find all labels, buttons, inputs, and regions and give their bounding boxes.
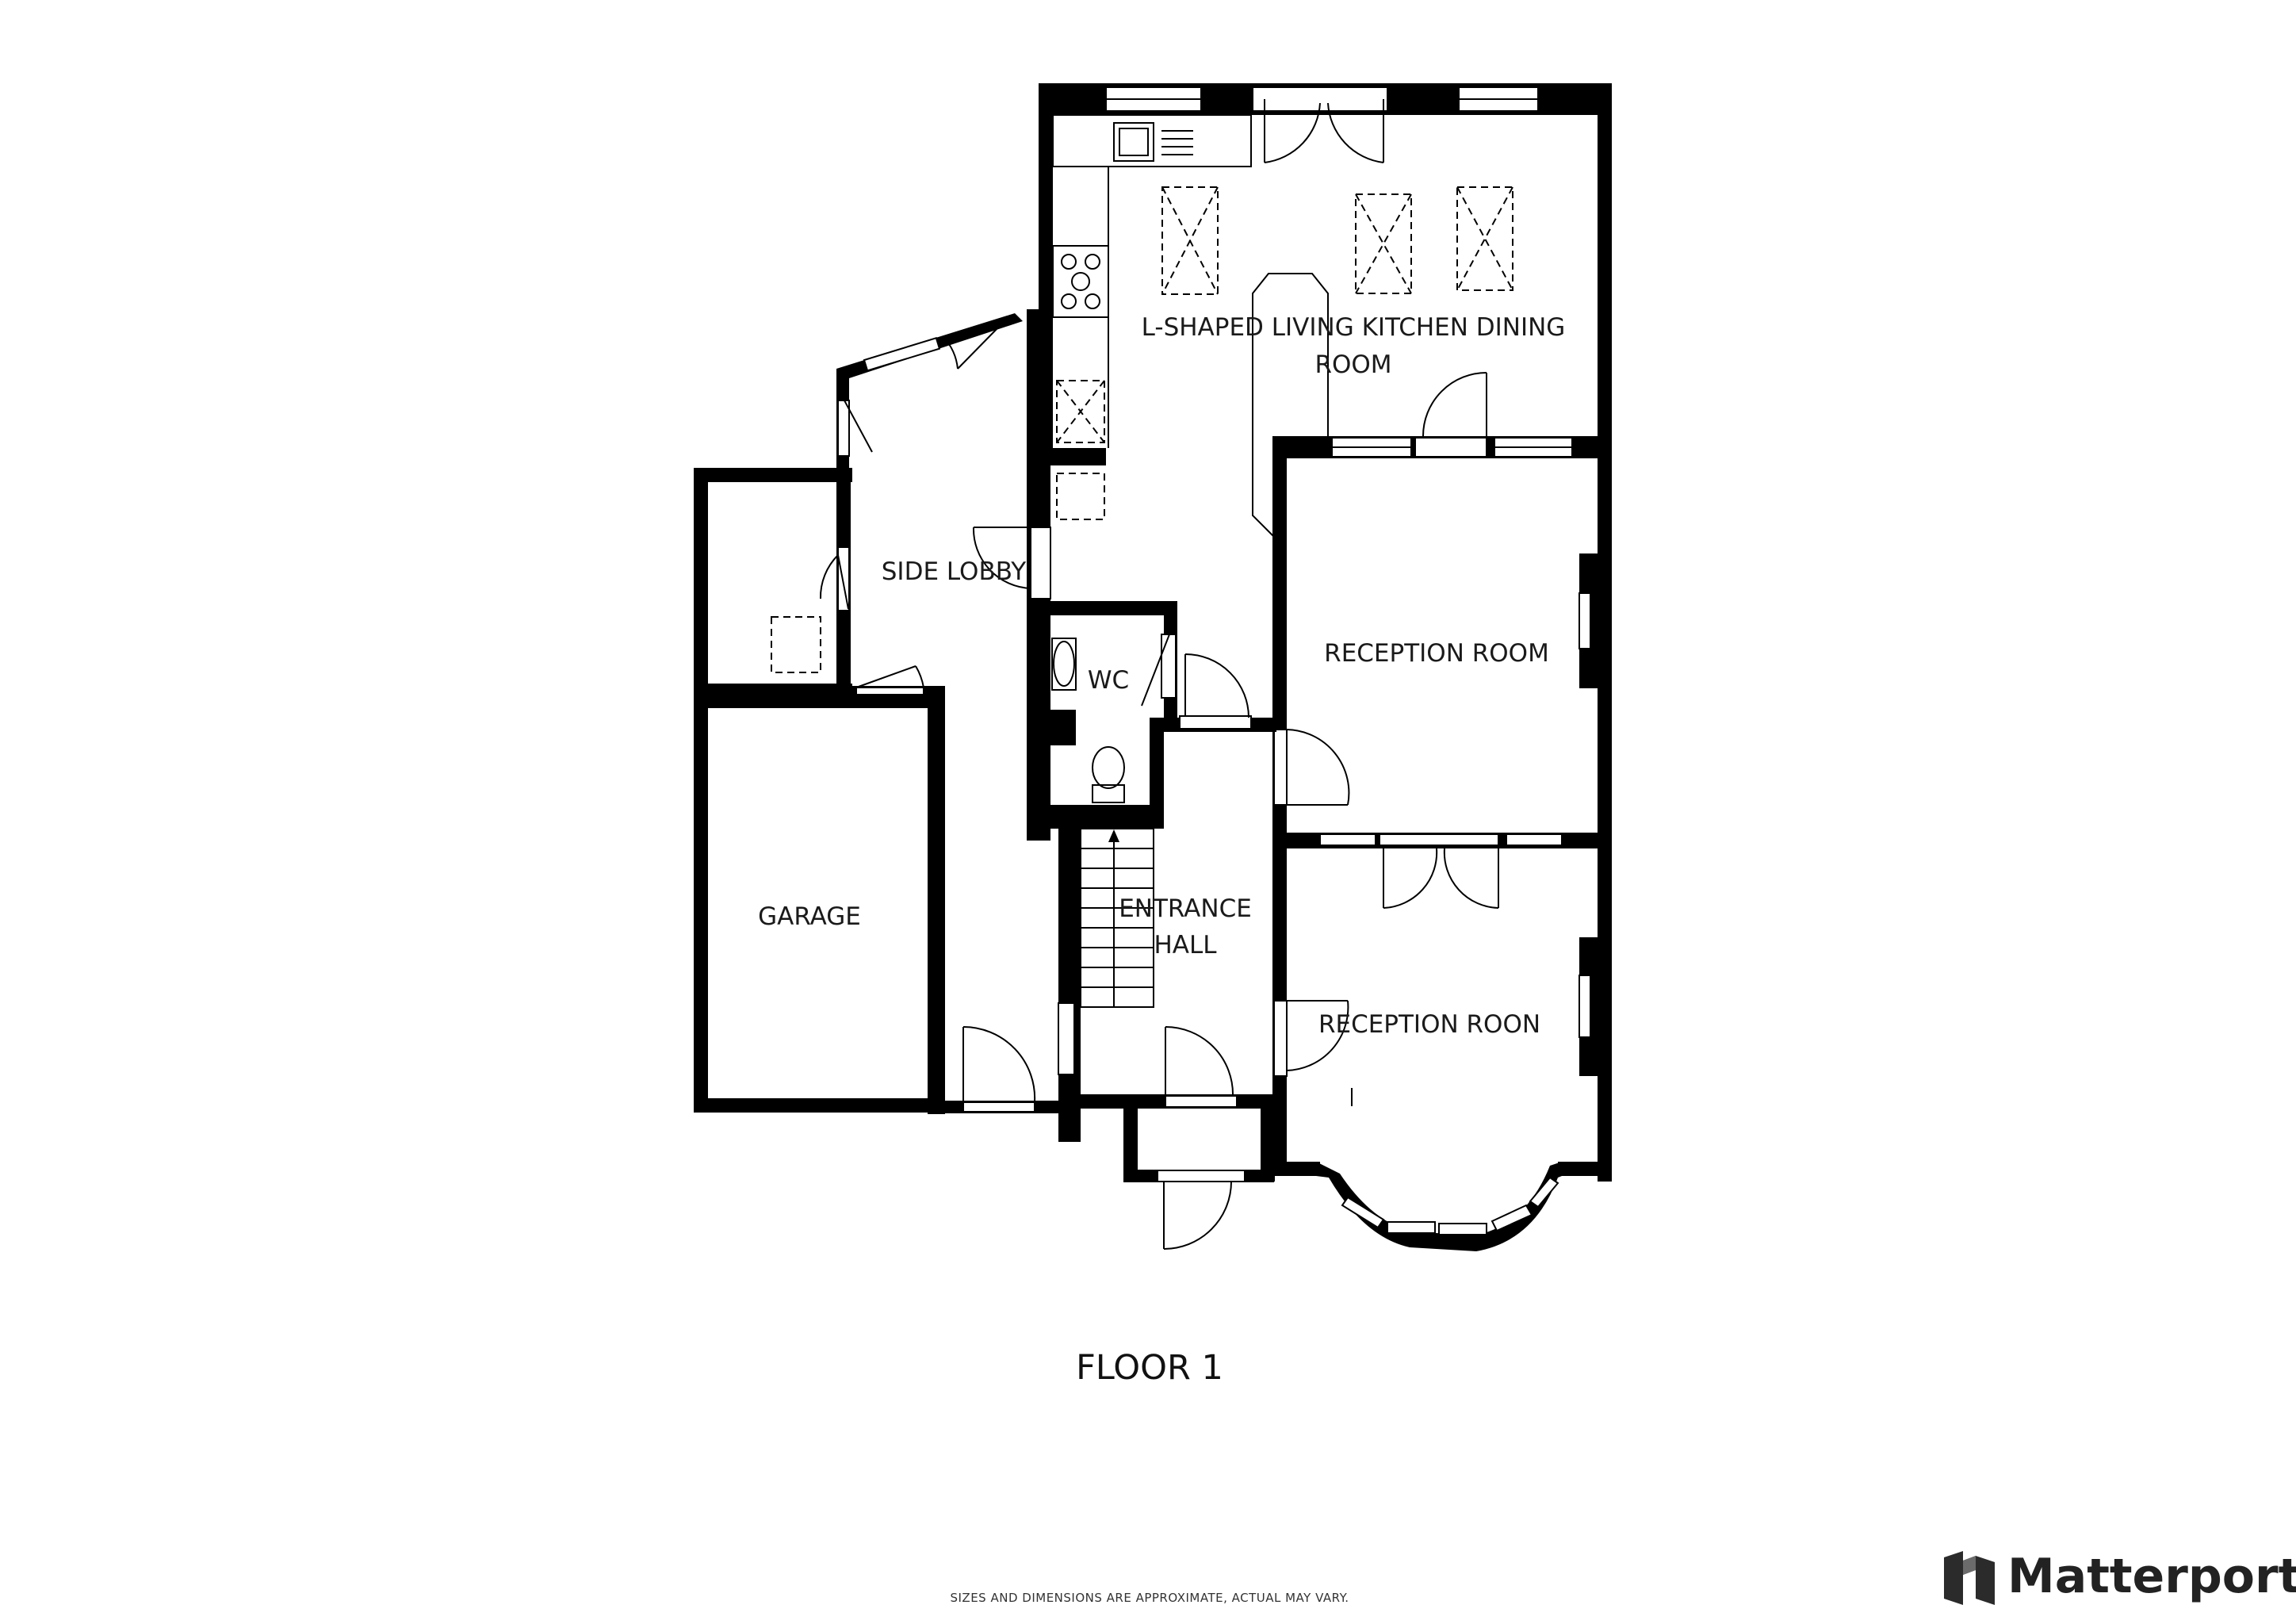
porch <box>1123 1102 1275 1250</box>
wc-label: WC <box>1088 666 1129 695</box>
disclaimer-text: SIZES AND DIMENSIONS ARE APPROXIMATE, AC… <box>950 1591 1349 1605</box>
reception-room-doors <box>1273 729 1350 1077</box>
garage-label: GARAGE <box>758 902 861 931</box>
entrance-hall-walls <box>1058 653 1280 1142</box>
garage-walls <box>694 694 943 1113</box>
kitchen-north-windows <box>1105 86 1539 112</box>
floor-title: FLOOR 1 <box>1076 1348 1223 1388</box>
reception-room-walls <box>1272 436 1612 1182</box>
store-room-walls <box>694 468 852 695</box>
brand-name: Matterport <box>2007 1549 2296 1604</box>
matterport-logo-icon <box>1944 1551 1995 1605</box>
entrance-hall-label-line1: ENTRANCE <box>1119 894 1252 923</box>
kitchen-label-line2: ROOM <box>1314 350 1391 379</box>
reception-roon-label: RECEPTION ROON <box>1318 1010 1540 1039</box>
kitchen-skylights <box>1056 186 1513 520</box>
kitchen-french-doors <box>1264 99 1384 163</box>
entrance-hall-label-line2: HALL <box>1154 931 1217 959</box>
reception-roon-walls <box>1272 937 1612 1251</box>
matterport-brand: Matterport <box>1941 1545 2296 1608</box>
kitchen-units <box>1052 114 1252 448</box>
reception-room-label: RECEPTION ROOM <box>1324 639 1549 668</box>
kitchen-label-line1: L-SHAPED LIVING KITCHEN DINING <box>1142 313 1566 342</box>
kitchen-reception-wall <box>1276 372 1612 458</box>
side-lobby-label: SIDE LOBBY <box>882 557 1027 586</box>
kitchen-island-counter <box>1252 273 1329 540</box>
